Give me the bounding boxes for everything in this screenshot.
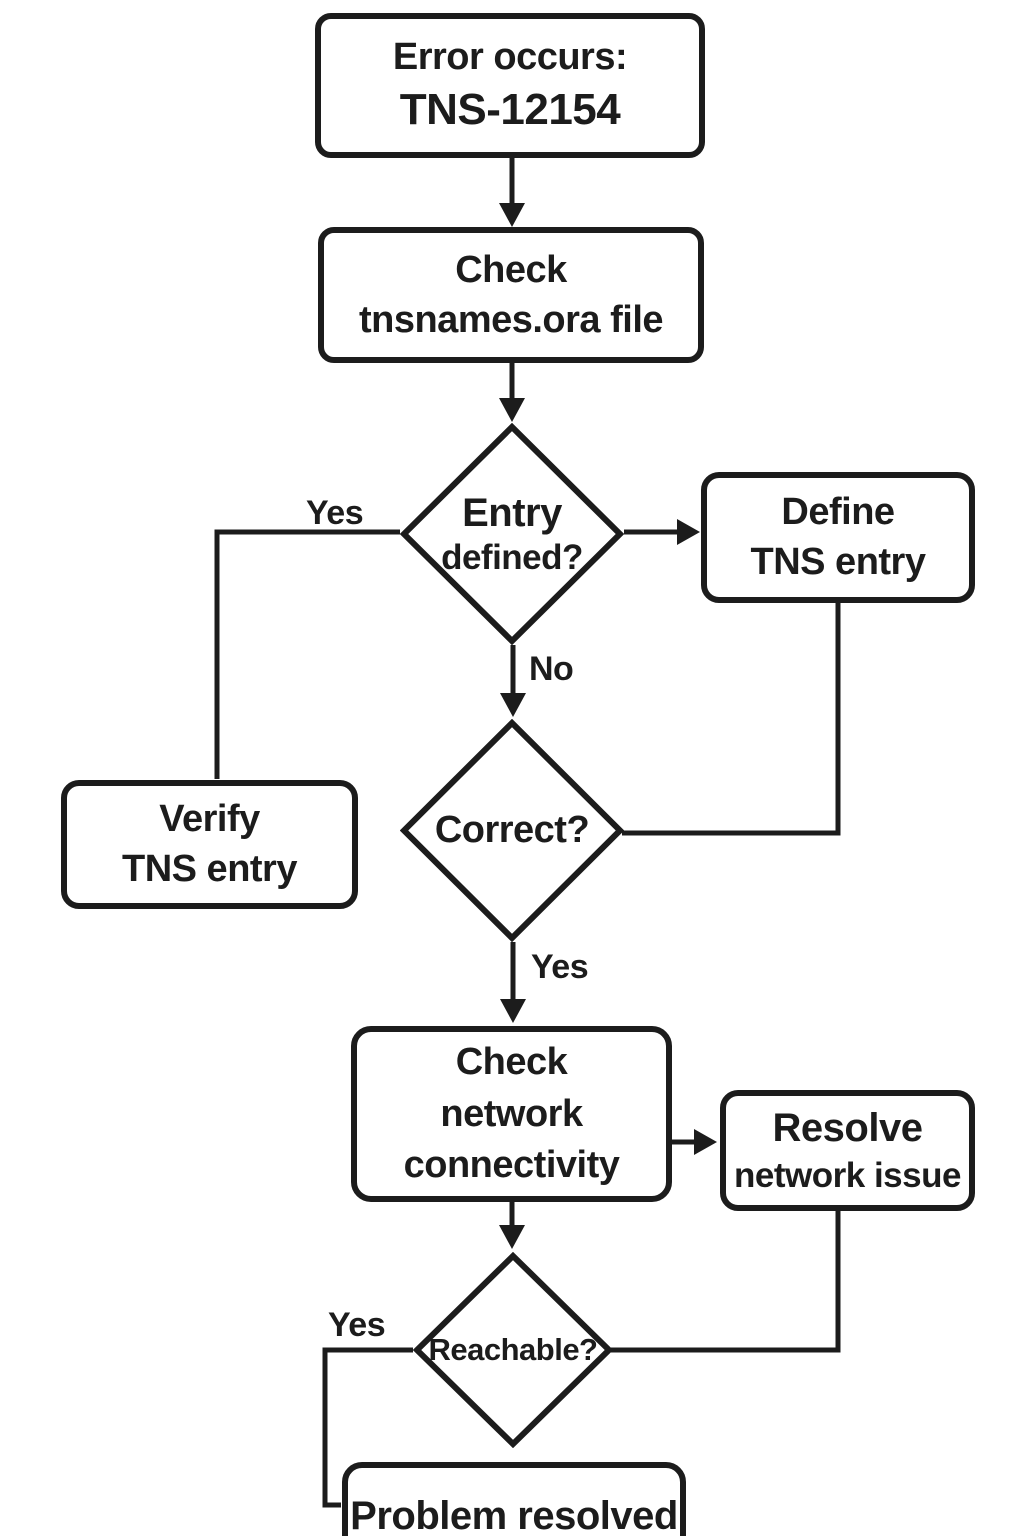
edge-label-reachable-yes: Yes bbox=[328, 1306, 386, 1344]
node-check-network: Check network connectivity bbox=[351, 1026, 672, 1202]
diamond-shape bbox=[400, 423, 624, 645]
node-define-tns-entry: Define TNS entry bbox=[701, 472, 975, 603]
node-define-line2: TNS entry bbox=[750, 541, 926, 583]
node-verify-line1: Verify bbox=[159, 798, 260, 841]
node-define-line1: Define bbox=[781, 491, 895, 534]
node-decision-reachable: Reachable? bbox=[413, 1252, 613, 1448]
edge-resolve-to-reachable bbox=[611, 1211, 841, 1353]
node-check-tnsnames-line1: Check bbox=[455, 248, 567, 291]
arrowhead-right-icon bbox=[694, 1129, 717, 1155]
diamond-shape bbox=[413, 1252, 613, 1448]
node-resolve-line1: Resolve bbox=[772, 1105, 923, 1150]
node-problem-resolved: Problem resolved bbox=[342, 1462, 686, 1536]
node-verify-line2: TNS entry bbox=[122, 848, 297, 890]
arrowhead-down-icon bbox=[499, 203, 525, 227]
node-problem-resolved-label: Problem resolved bbox=[350, 1494, 678, 1536]
node-decision-correct: Correct? bbox=[400, 719, 624, 942]
diamond-shape bbox=[400, 719, 624, 942]
arrowhead-down-icon bbox=[500, 999, 526, 1023]
node-network-line1: Check bbox=[455, 1040, 568, 1083]
edge-label-entry-no: No bbox=[529, 650, 574, 688]
node-error-occurs: Error occurs: TNS-12154 bbox=[315, 13, 705, 158]
edge-reachable-yes-to-resolved bbox=[322, 1347, 413, 1508]
arrowhead-right-icon bbox=[677, 519, 700, 545]
node-decision-entry-defined: Entry defined? bbox=[400, 423, 624, 645]
arrowhead-down-icon bbox=[499, 398, 525, 422]
decision-reachable-label: Reachable? bbox=[428, 1332, 598, 1368]
decision-correct-label: Correct? bbox=[434, 808, 590, 851]
decision-entry-line1: Entry bbox=[462, 490, 562, 535]
node-verify-tns-entry: Verify TNS entry bbox=[61, 780, 358, 909]
decision-entry-line2: defined? bbox=[441, 537, 583, 577]
node-error-line1: Error occurs: bbox=[392, 35, 628, 78]
edge-entry-yes-to-verify bbox=[214, 529, 400, 779]
node-error-line2: TNS-12154 bbox=[399, 85, 621, 135]
arrowhead-down-icon bbox=[499, 1225, 525, 1249]
node-network-line3: connectivity bbox=[403, 1144, 620, 1187]
node-network-line2: network bbox=[440, 1092, 583, 1135]
node-resolve-line2: network issue bbox=[734, 1155, 961, 1195]
arrowhead-down-icon bbox=[500, 693, 526, 717]
edge-label-correct-yes: Yes bbox=[531, 948, 589, 986]
node-resolve-network: Resolve network issue bbox=[720, 1090, 975, 1211]
node-check-tnsnames: Check tnsnames.ora file bbox=[318, 227, 704, 363]
edge-define-to-correct bbox=[622, 603, 841, 836]
edge-label-entry-yes: Yes bbox=[306, 494, 364, 532]
node-check-tnsnames-line2: tnsnames.ora file bbox=[358, 298, 664, 341]
